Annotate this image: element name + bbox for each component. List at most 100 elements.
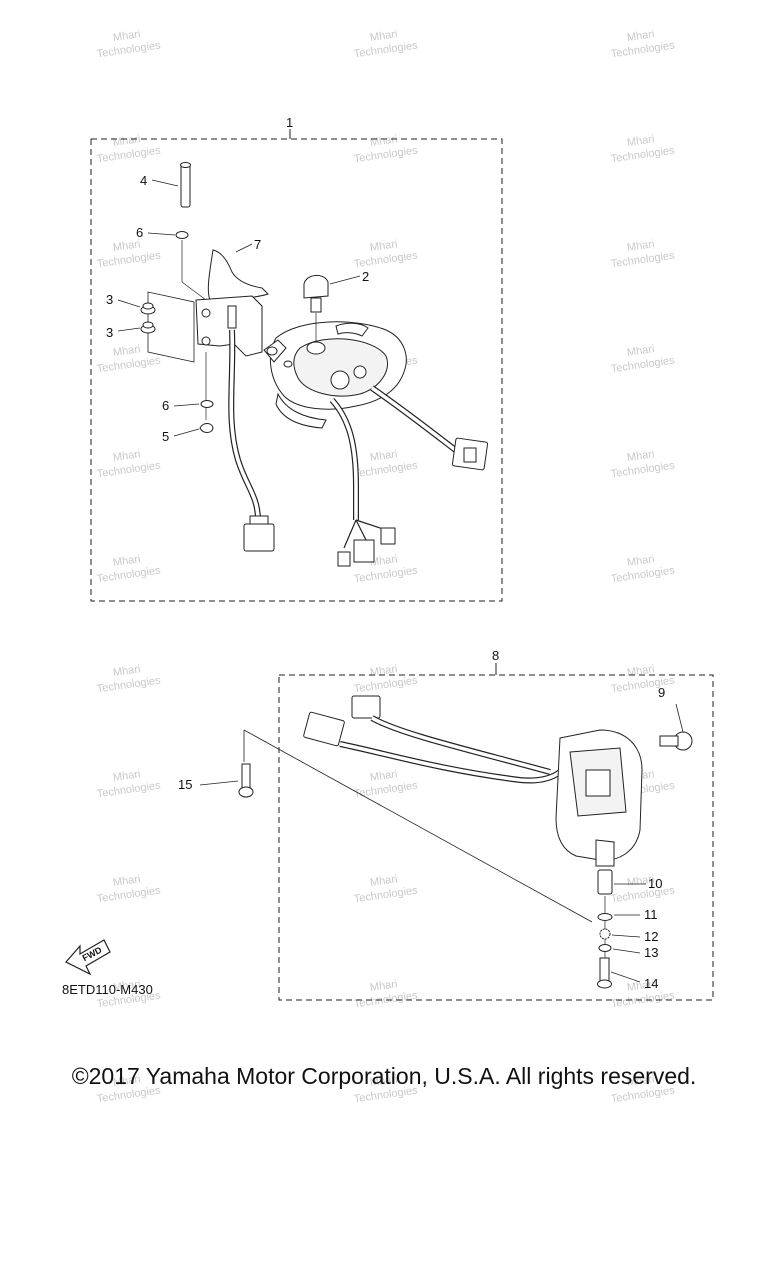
callout-14: 14	[644, 976, 658, 991]
guide-15-top	[243, 729, 593, 923]
callout-3a: 3	[106, 292, 113, 307]
svg-text:Technologies: Technologies	[610, 674, 676, 695]
svg-text:Technologies: Technologies	[610, 144, 676, 165]
callout-6a: 6	[136, 225, 143, 240]
svg-text:Mhari: Mhari	[626, 448, 655, 464]
svg-text:Technologies: Technologies	[610, 249, 676, 270]
leader-13	[612, 948, 641, 954]
lever-harness	[228, 329, 261, 521]
svg-text:Technologies: Technologies	[96, 39, 162, 60]
callout-8: 8	[492, 648, 499, 663]
svg-text:Technologies: Technologies	[353, 39, 419, 60]
callout-15: 15	[178, 777, 192, 792]
leader-15	[199, 780, 239, 786]
assembly-8-outline	[278, 674, 714, 1001]
leader-6a	[147, 232, 176, 236]
svg-text:Mhari: Mhari	[626, 978, 655, 994]
callout-11: 11	[644, 907, 658, 922]
svg-text:Technologies: Technologies	[96, 144, 162, 165]
svg-text:Mhari: Mhari	[626, 663, 655, 679]
svg-text:Mhari: Mhari	[369, 133, 398, 149]
svg-text:Mhari: Mhari	[112, 28, 141, 44]
leader-2	[329, 275, 361, 285]
callout-1: 1	[286, 115, 293, 130]
pin-part	[180, 162, 191, 208]
diagram-code: 8ETD110-M430	[62, 982, 153, 997]
svg-text:Mhari: Mhari	[112, 343, 141, 359]
bolt-15	[238, 763, 254, 798]
svg-text:Technologies: Technologies	[96, 354, 162, 375]
svg-text:Mhari: Mhari	[112, 873, 141, 889]
nut-upper	[140, 302, 156, 315]
svg-text:Technologies: Technologies	[353, 884, 419, 905]
callout-12: 12	[644, 929, 658, 944]
right-connector	[451, 437, 489, 471]
group8-housing	[555, 729, 643, 867]
svg-text:Mhari: Mhari	[112, 663, 141, 679]
switch-housing	[263, 321, 407, 429]
svg-text:Technologies: Technologies	[96, 249, 162, 270]
fwd-arrow-icon: FWD	[65, 939, 111, 976]
svg-text:Technologies: Technologies	[96, 459, 162, 480]
svg-text:Technologies: Technologies	[353, 674, 419, 695]
svg-text:Mhari: Mhari	[369, 768, 398, 784]
group8-connectors	[303, 695, 381, 747]
leader-6b	[173, 403, 200, 407]
svg-text:Mhari: Mhari	[626, 873, 655, 889]
callout-13: 13	[644, 945, 658, 960]
housing-boss	[283, 360, 293, 368]
svg-text:Mhari: Mhari	[112, 133, 141, 149]
svg-text:Technologies: Technologies	[96, 779, 162, 800]
svg-text:Technologies: Technologies	[353, 249, 419, 270]
svg-text:Technologies: Technologies	[96, 674, 162, 695]
clip-part	[199, 423, 214, 433]
svg-text:Technologies: Technologies	[610, 459, 676, 480]
copyright-notice: ©2017 Yamaha Motor Corporation, U.S.A. A…	[71, 1063, 697, 1089]
svg-text:Mhari: Mhari	[626, 238, 655, 254]
knob-part	[303, 275, 329, 355]
svg-text:Mhari: Mhari	[626, 133, 655, 149]
lower-connectors	[337, 527, 396, 567]
svg-text:Technologies: Technologies	[610, 39, 676, 60]
svg-text:Technologies: Technologies	[353, 144, 419, 165]
washer-lower	[200, 400, 214, 408]
svg-text:Mhari: Mhari	[369, 1073, 398, 1089]
svg-text:Mhari: Mhari	[112, 768, 141, 784]
washer-upper	[175, 231, 189, 239]
svg-text:Mhari: Mhari	[112, 978, 141, 994]
callout-3b: 3	[106, 325, 113, 340]
leader-5	[173, 428, 200, 437]
leader-9	[675, 703, 684, 733]
callout-2: 2	[362, 269, 369, 284]
screw-part	[659, 731, 693, 751]
leader-12	[611, 934, 641, 938]
callout-4: 4	[140, 173, 147, 188]
svg-text:Mhari: Mhari	[626, 553, 655, 569]
lever-connector	[243, 515, 275, 552]
svg-text:Mhari: Mhari	[112, 238, 141, 254]
svg-text:Technologies: Technologies	[610, 884, 676, 905]
svg-text:Technologies: Technologies	[610, 564, 676, 585]
svg-text:Technologies: Technologies	[353, 779, 419, 800]
washer-13	[598, 944, 612, 952]
svg-text:Mhari: Mhari	[112, 553, 141, 569]
